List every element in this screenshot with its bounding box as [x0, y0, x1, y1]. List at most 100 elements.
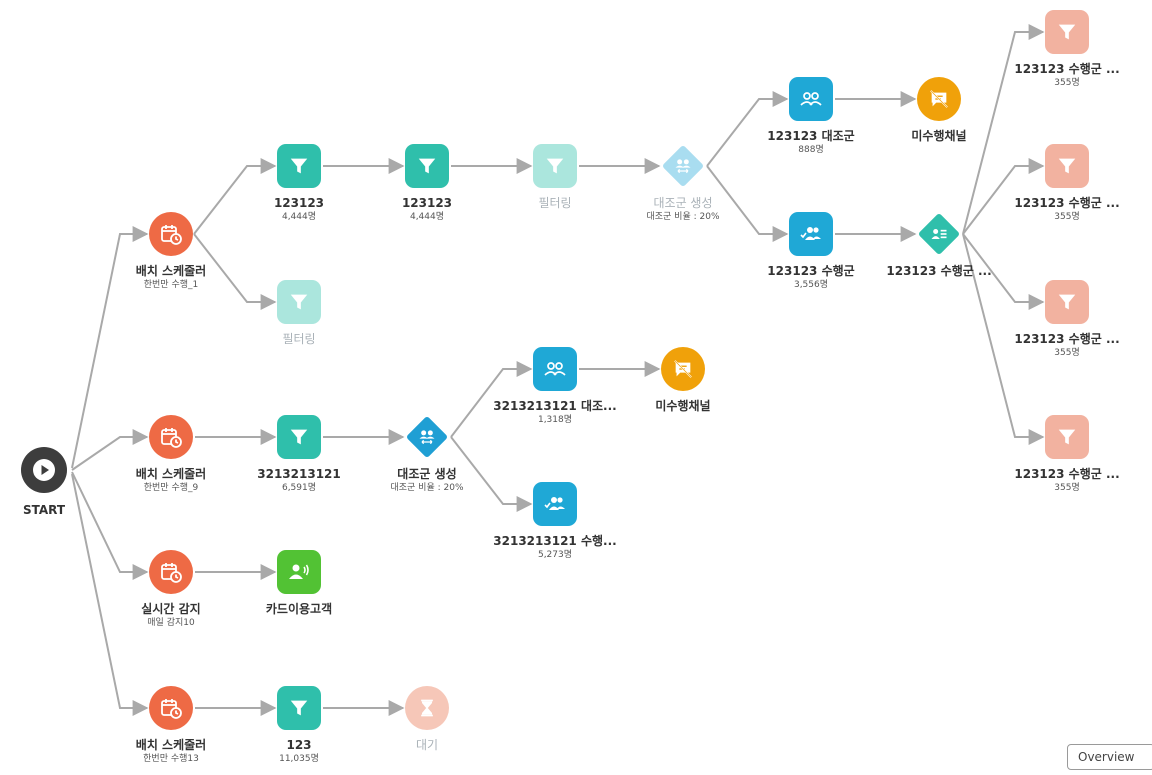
node-label: 대조군 생성	[653, 196, 713, 210]
overview-button[interactable]: Overview	[1067, 744, 1152, 770]
edge-action1-sf3	[962, 233, 1045, 310]
wait-node[interactable]: 대기	[352, 686, 502, 752]
unexecuted-channel-node-1[interactable]: 미수행채널	[864, 77, 1014, 143]
filter-node-execution-1[interactable]: 123123 수행군 ... 355명	[992, 10, 1142, 89]
filter-node-3213213121[interactable]: 3213213121 6,591명	[224, 415, 374, 494]
node-label: 배치 스케줄러	[135, 264, 207, 278]
no-message-icon	[661, 347, 705, 391]
node-label: 카드이용고객	[265, 602, 333, 616]
node-label: 123123	[273, 196, 325, 210]
node-sublabel: 1,318명	[537, 415, 573, 425]
edge-start-realtime	[71, 471, 149, 580]
node-label: 필터링	[282, 332, 316, 346]
no-message-icon	[917, 77, 961, 121]
split-group-icon	[661, 144, 705, 188]
play-icon[interactable]	[21, 447, 67, 493]
control-group-node-123123[interactable]: 123123 대조군 888명	[736, 77, 886, 156]
control-group-split-node-faded[interactable]: 대조군 생성 대조군 비율 : 20%	[608, 144, 758, 223]
node-sublabel: 한번만 수행_9	[143, 483, 199, 493]
filter-node-execution-3[interactable]: 123123 수행군 ... 355명	[992, 280, 1142, 359]
node-sublabel: 대조군 비율 : 20%	[646, 212, 720, 222]
start-node[interactable]: START	[0, 447, 119, 517]
batch-scheduler-node-2[interactable]: 배치 스케줄러 한번만 수행_9	[96, 415, 246, 494]
node-label: 123123 수행군 ...	[1014, 62, 1120, 76]
node-sublabel: 355명	[1054, 483, 1080, 493]
filter-icon	[277, 144, 321, 188]
node-label: 미수행채널	[911, 129, 967, 143]
node-sublabel: 4,444명	[281, 212, 317, 222]
node-sublabel: 한번만 수행13	[143, 754, 199, 764]
filter-node-execution-4[interactable]: 123123 수행군 ... 355명	[992, 415, 1142, 494]
filter-icon	[277, 280, 321, 324]
filter-node-faded-2[interactable]: 필터링	[224, 280, 374, 346]
node-label: 123123 수행군 ...	[1014, 467, 1120, 481]
node-label: START	[22, 503, 66, 517]
node-sublabel: 한번만 수행_1	[143, 280, 199, 290]
person-list-icon	[917, 212, 961, 256]
edge-split2-control2	[450, 361, 533, 438]
node-label: 123123 수행군 ...	[886, 264, 992, 278]
node-label: 123123 수행군 ...	[1014, 332, 1120, 346]
execution-group-node-123123[interactable]: 123123 수행군 3,556명	[736, 212, 886, 291]
edge-batch1-f123123a	[193, 158, 277, 235]
unexecuted-channel-node-2[interactable]: 미수행채널	[608, 347, 758, 413]
node-sublabel: 11,035명	[279, 754, 319, 764]
node-label: 3213213121	[257, 467, 341, 481]
control-group-node-3213213121[interactable]: 3213213121 대조... 1,318명	[480, 347, 630, 426]
person-broadcast-icon	[277, 550, 321, 594]
node-sublabel: 대조군 비율 : 20%	[390, 483, 464, 493]
filter-node-123[interactable]: 123 11,035명	[224, 686, 374, 765]
node-label: 123123 대조군	[767, 129, 855, 143]
node-label: 123	[286, 738, 312, 752]
node-sublabel: 888명	[798, 145, 824, 155]
node-sublabel: 4,444명	[409, 212, 445, 222]
batch-scheduler-node-3[interactable]: 배치 스케줄러 한번만 수행13	[96, 686, 246, 765]
node-label: 123123 수행군	[767, 264, 855, 278]
action-node-123123[interactable]: 123123 수행군 ...	[864, 212, 1014, 278]
control-group-icon	[533, 347, 577, 391]
node-label: 3213213121 대조...	[493, 399, 617, 413]
node-sublabel: 355명	[1054, 212, 1080, 222]
edge-split2-exec2	[450, 436, 533, 512]
card-customer-node[interactable]: 카드이용고객	[224, 550, 374, 616]
edge-start-batch1	[71, 226, 149, 469]
node-label: 미수행채널	[655, 399, 711, 413]
filter-node-execution-2[interactable]: 123123 수행군 ... 355명	[992, 144, 1142, 223]
edge-batch1-filterfaded2	[193, 233, 277, 310]
node-sublabel: 355명	[1054, 78, 1080, 88]
node-label: 123123	[401, 196, 453, 210]
filter-icon	[277, 686, 321, 730]
node-sublabel: 6,591명	[281, 483, 317, 493]
filter-icon	[1045, 144, 1089, 188]
control-group-split-node[interactable]: 대조군 생성 대조군 비율 : 20%	[352, 415, 502, 494]
node-sublabel: 매일 감지10	[147, 618, 195, 628]
node-sublabel: 3,556명	[793, 280, 829, 290]
filter-icon	[1045, 10, 1089, 54]
filter-node-faded-1[interactable]: 필터링	[480, 144, 630, 210]
filter-icon	[1045, 280, 1089, 324]
filter-icon	[533, 144, 577, 188]
filter-node-123123-b[interactable]: 123123 4,444명	[352, 144, 502, 223]
batch-scheduler-node-1[interactable]: 배치 스케줄러 한번만 수행_1	[96, 212, 246, 291]
node-sublabel: 355명	[1054, 348, 1080, 358]
filter-icon	[405, 144, 449, 188]
calendar-clock-icon	[149, 415, 193, 459]
realtime-detection-node[interactable]: 실시간 감지 매일 감지10	[96, 550, 246, 629]
filter-icon	[277, 415, 321, 459]
edge-splitfaded-exec1	[706, 165, 789, 242]
filter-node-123123-a[interactable]: 123123 4,444명	[224, 144, 374, 223]
node-label: 배치 스케줄러	[135, 738, 207, 752]
edge-action1-sf4	[962, 233, 1045, 445]
execution-group-node-3213213121[interactable]: 3213213121 수행... 5,273명	[480, 482, 630, 561]
node-label: 123123 수행군 ...	[1014, 196, 1120, 210]
calendar-clock-icon	[149, 212, 193, 256]
execution-group-icon	[789, 212, 833, 256]
edge-action1-sf1	[962, 24, 1045, 235]
node-label: 필터링	[538, 196, 572, 210]
calendar-clock-icon	[149, 686, 193, 730]
node-label: 3213213121 수행...	[493, 534, 617, 548]
node-sublabel: 5,273명	[537, 550, 573, 560]
node-label: 배치 스케줄러	[135, 467, 207, 481]
execution-group-icon	[533, 482, 577, 526]
